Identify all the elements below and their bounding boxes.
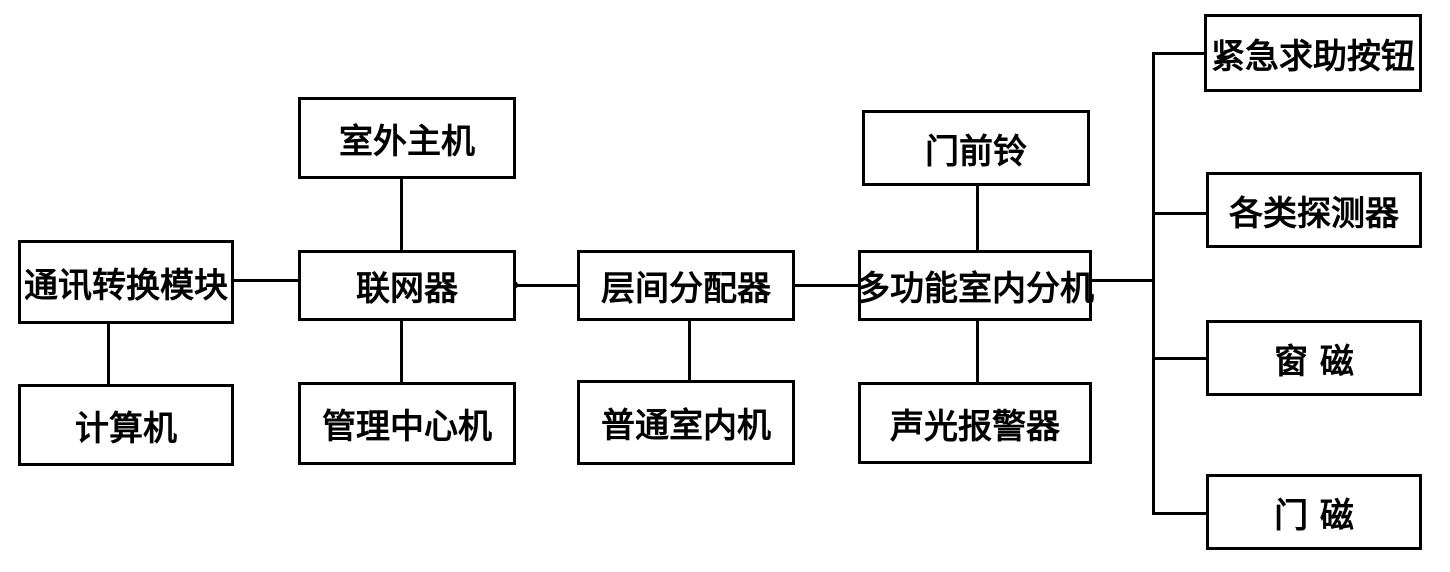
connector-trunk-window (1152, 357, 1208, 360)
connector-outdoor-networker (400, 176, 403, 252)
computer-box: 计算机 (18, 384, 234, 466)
connector-trunk-emergency (1152, 52, 1206, 55)
sensor-trunk (1152, 52, 1155, 514)
alarm-box: 声光报警器 (858, 382, 1092, 464)
connector-networker-distributor (513, 284, 579, 287)
connector-networker-management (400, 318, 403, 384)
connector-comm-computer (107, 322, 110, 386)
outdoor-host-box: 室外主机 (298, 97, 516, 179)
detectors-box: 各类探测器 (1206, 172, 1422, 248)
connector-multi-trunk (1090, 279, 1152, 282)
connector-distributor-multi (794, 284, 860, 287)
connector-trunk-detectors (1152, 212, 1208, 215)
connector-doorbell-multi (976, 184, 979, 252)
connector-trunk-door (1152, 512, 1208, 515)
management-center-box: 管理中心机 (298, 382, 516, 465)
doorbell-box: 门前铃 (862, 110, 1090, 186)
connector-multi-alarm (976, 318, 979, 384)
multi-indoor-box: 多功能室内分机 (856, 250, 1094, 321)
comm-module-box: 通讯转换模块 (18, 240, 234, 324)
networker-box: 联网器 (298, 250, 516, 321)
floor-distributor-box: 层间分配器 (577, 250, 795, 321)
window-magnet-box: 窗 磁 (1206, 320, 1422, 396)
door-magnet-box: 门 磁 (1206, 474, 1422, 550)
normal-indoor-box: 普通室内机 (577, 380, 795, 465)
connector-distributor-normal (688, 320, 691, 382)
emergency-button-box: 紧急求助按钮 (1204, 14, 1422, 92)
connector-comm-networker (231, 279, 300, 282)
